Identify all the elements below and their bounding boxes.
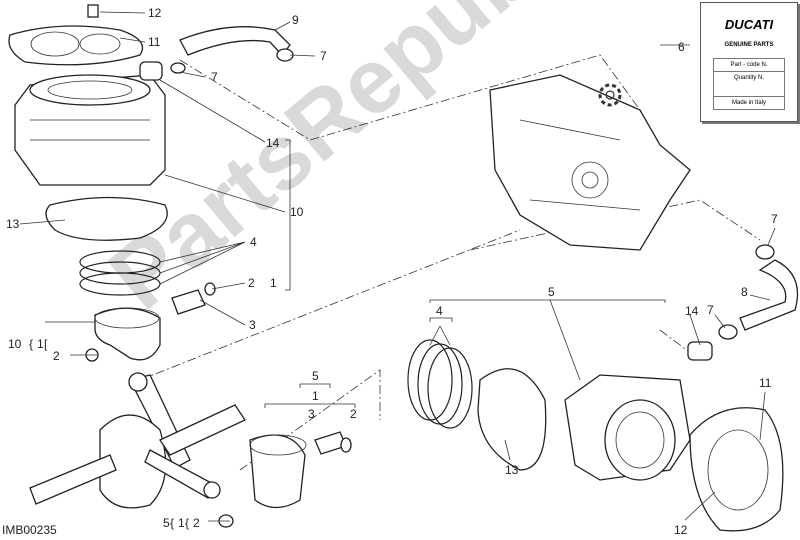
card-subtitle: GENUINE PARTS <box>724 42 774 48</box>
callout-7: 7 <box>320 49 327 63</box>
callout-10: 10 <box>290 205 304 219</box>
diagram-id: IMB00235 <box>2 523 57 537</box>
callout-13: 13 <box>6 217 20 231</box>
callout-10: 10 <box>8 337 22 351</box>
brace: { <box>29 337 33 351</box>
quantity-field: Quantity N. <box>714 72 784 97</box>
head-gasket-top[interactable] <box>8 25 144 66</box>
cylinder-bottom[interactable] <box>564 374 691 481</box>
brace: { <box>185 516 189 530</box>
assembly-line <box>179 54 641 141</box>
callout-14: 14 <box>685 304 699 318</box>
callout-7: 7 <box>707 303 714 317</box>
spigot-14[interactable] <box>687 341 713 361</box>
card-fields: Part - code N. Quantity N. Made in Italy <box>713 58 785 110</box>
brace: { <box>170 516 174 530</box>
callout-5: 5 <box>312 369 319 383</box>
callout-2: 2 <box>53 349 60 363</box>
callout-4: 4 <box>436 304 443 318</box>
assembly-line <box>139 229 521 381</box>
callout-9: 9 <box>292 13 299 27</box>
part-code-field: Part - code N. <box>714 59 784 72</box>
callout-3: 3 <box>249 318 256 332</box>
gear-icon <box>598 83 622 107</box>
leader-lines <box>19 11 776 522</box>
callout-14: 14 <box>266 136 280 150</box>
piston-bottom[interactable] <box>249 434 307 509</box>
hose-9[interactable] <box>179 26 291 56</box>
piston-ring[interactable] <box>427 347 473 429</box>
origin-field: Made in Italy <box>731 100 767 106</box>
callout-1: 1 <box>178 516 185 530</box>
base-gasket-13[interactable] <box>45 196 168 241</box>
callout-12: 12 <box>148 6 162 20</box>
circlip-2[interactable] <box>204 282 216 296</box>
callout-6: 6 <box>678 40 685 54</box>
callout-2: 2 <box>248 276 255 290</box>
callout-1: 1 <box>270 276 277 290</box>
genuine-parts-label-card: DUCATI GENUINE PARTS Part - code N. Quan… <box>700 2 798 122</box>
piston-ring[interactable] <box>417 343 463 425</box>
crankshaft[interactable] <box>29 372 246 509</box>
circlip-2[interactable] <box>340 437 352 453</box>
hose-8[interactable] <box>739 259 799 331</box>
brand-logo: DUCATI <box>724 17 774 32</box>
brace: [ <box>44 337 48 351</box>
callout-1: 1 <box>37 337 44 351</box>
callout-2: 2 <box>350 407 357 421</box>
callout-5: 5 <box>163 516 170 530</box>
callout-5: 5 <box>548 285 555 299</box>
clamp-7[interactable] <box>718 324 738 340</box>
callout-4: 4 <box>250 235 257 249</box>
callout-11: 11 <box>759 376 772 390</box>
clamp-7[interactable] <box>170 62 186 74</box>
head-gasket-bottom[interactable] <box>689 407 784 532</box>
piston-ring[interactable] <box>407 339 453 421</box>
callout-1: 1 <box>312 389 319 403</box>
callout-7: 7 <box>771 212 778 226</box>
piston-pin-3[interactable] <box>171 289 206 315</box>
spigot-14[interactable] <box>139 61 163 81</box>
callout-11: 11 <box>148 35 161 49</box>
piston-left[interactable] <box>94 307 161 361</box>
stud-12[interactable] <box>87 4 99 18</box>
engine-crankcase[interactable] <box>489 74 691 251</box>
callout-8: 8 <box>741 285 748 299</box>
callout-12: 12 <box>674 523 688 537</box>
callout-3: 3 <box>308 407 315 421</box>
base-gasket-13[interactable] <box>477 368 547 471</box>
callout-7: 7 <box>211 70 218 84</box>
clamp-7[interactable] <box>755 244 775 260</box>
callout-13: 13 <box>505 463 519 477</box>
cylinder-top[interactable] <box>14 74 166 186</box>
callout-2: 2 <box>193 516 200 530</box>
